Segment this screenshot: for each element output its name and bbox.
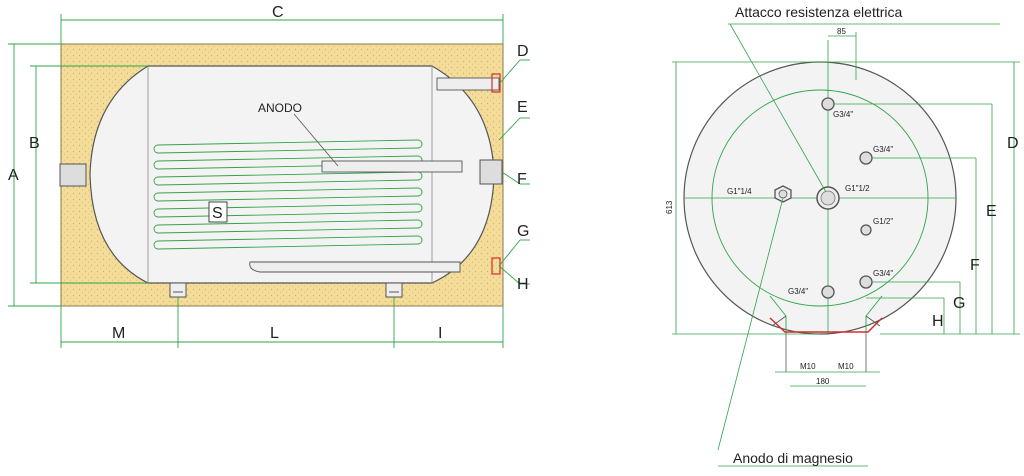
dim-a: A: [8, 167, 19, 184]
dim-g: G: [517, 223, 529, 240]
foot-right: [385, 282, 403, 298]
conn-lower-right: [859, 275, 873, 289]
front-view: G3/4" G3/4" G1"1/2 G1"1/4 G1/2" G3/4" G3…: [665, 4, 1020, 467]
m10-left: M10: [800, 362, 816, 371]
front-dim-g: G: [953, 295, 965, 312]
conn-upper-right: [859, 151, 873, 165]
dim-e: E: [517, 99, 528, 116]
dim-c: C: [272, 4, 284, 21]
foot-left: [169, 282, 187, 298]
dim-m: M: [112, 325, 125, 342]
conn-lower-left-label: G3/4": [788, 287, 808, 296]
conn-mid-right: [860, 224, 872, 236]
conn-mid-right-label: G1/2": [873, 217, 893, 226]
dim-b: B: [29, 135, 40, 152]
conn-upper-right-label: G3/4": [873, 145, 893, 154]
coil-label: S: [212, 205, 223, 222]
dim-i: I: [438, 325, 442, 342]
magnesium-anode-label: Anodo di magnesio: [733, 450, 853, 466]
electric-heater-connection-label: Attacco resistenza elettrica: [735, 4, 903, 20]
dim-f: F: [517, 171, 527, 188]
dim-h: H: [517, 276, 529, 293]
bottom-pipe: [249, 261, 461, 273]
dim-d: D: [517, 43, 529, 60]
dim-l: L: [270, 325, 279, 342]
conn-top-label: G3/4": [833, 110, 853, 119]
side-view: ANODO S: [8, 4, 530, 348]
anode-label: ANODO: [258, 101, 302, 115]
conn-top: [821, 97, 835, 111]
anode-rod: [321, 160, 463, 173]
front-dim-e: E: [986, 203, 997, 220]
saddle-base: [769, 295, 883, 372]
front-dim-h: H: [932, 313, 944, 330]
dim-613: 613: [665, 200, 674, 214]
conn-left-label: G1"1/4: [727, 187, 752, 196]
conn-lower-right-label: G3/4": [873, 269, 893, 278]
front-dim-d: D: [1007, 135, 1019, 152]
top-pipe: [436, 77, 500, 91]
right-connector-fitting: [479, 159, 503, 185]
conn-center-label: G1"1/2: [845, 184, 870, 193]
dim-180: 180: [816, 377, 830, 386]
front-dim-f: F: [970, 257, 980, 274]
dim-85: 85: [837, 27, 846, 36]
m10-right: M10: [838, 362, 854, 371]
conn-lower-left: [821, 285, 835, 299]
left-connector-fitting: [59, 163, 87, 187]
